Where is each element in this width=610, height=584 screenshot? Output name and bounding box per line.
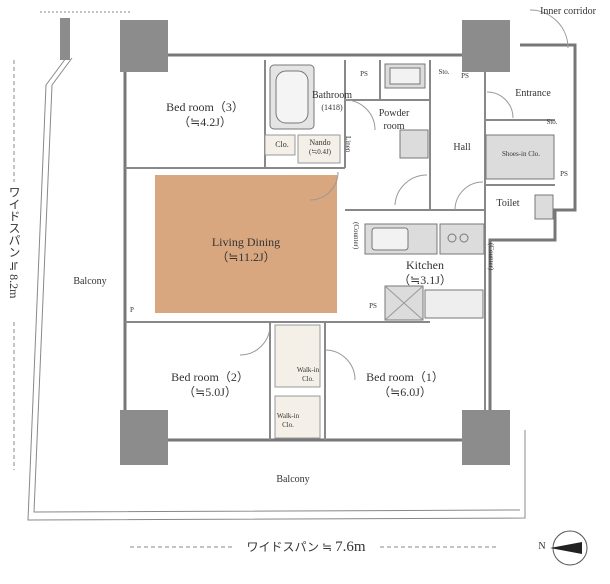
compass-north-label: N (538, 541, 546, 552)
entrance-label: Entrance (515, 88, 551, 99)
inner-corridor-label: Inner corridor (540, 6, 596, 17)
living-dining-floor (155, 175, 337, 313)
living-dining-name: Living Dining (211, 235, 281, 249)
living-dining-area: （≒11.2J） (216, 250, 276, 264)
balcony-bottom-label: Balcony (276, 474, 310, 485)
p-label: P (130, 306, 134, 314)
bathroom-name: Bathroom (312, 90, 352, 101)
compass-rose (550, 530, 588, 566)
nando-name: Nando (309, 138, 331, 147)
storage-label-2: Sto. (546, 118, 558, 126)
fixtures (364, 63, 555, 321)
closet-small-label: Clo. (275, 140, 289, 149)
walk-in-closet-label-2: Walk-in Clo. (276, 412, 300, 429)
powder-room-label: Powder room (378, 108, 410, 132)
bed-room-3-name: Bed room（3） (166, 100, 244, 114)
pipe-space-label-3: PS (560, 170, 568, 178)
balcony-rail (27, 57, 526, 521)
counter-label-2: (Counter) (486, 243, 495, 271)
shoes-in-closet-label: Shoes-in Clo. (501, 150, 541, 158)
linen-label: Linen (343, 136, 352, 153)
living-dining-label: Living Dining （≒11.2J） (186, 235, 306, 265)
bathroom-label: Bathroom (1418) (306, 90, 358, 113)
dimension-lines (13, 11, 498, 548)
horizontal-span-prefix: ワイドスパン ≒ (246, 540, 333, 554)
bed-room-2-name: Bed room（2） (171, 370, 249, 384)
hall-label: Hall (453, 142, 471, 153)
exterior-walls (123, 43, 577, 442)
toilet-label: Toilet (496, 198, 520, 209)
bathtub (269, 64, 315, 130)
structural-pillars (60, 18, 510, 465)
door-swings (239, 9, 569, 381)
bed-room-3-area: （≒4.2J） (178, 115, 232, 129)
bed-room-1-area: （≒6.0J） (378, 385, 432, 399)
nando-label: Nando (≒0.4J) (298, 138, 342, 157)
bed-room-2-area: （≒5.0J） (183, 385, 237, 399)
pipe-space-label-1: PS (360, 70, 368, 78)
horizontal-span-value: 7.6m (335, 539, 366, 555)
counter-label-1: (Counter) (351, 222, 360, 250)
nando-area: (≒0.4J) (308, 148, 331, 156)
vertical-span-dimension: ワイドスパン ≒ 8.2m (7, 186, 21, 299)
walk-in-closets (264, 134, 341, 439)
bed-room-3-label: Bed room（3） （≒4.2J） (160, 100, 250, 130)
bed-room-1-name: Bed room（1） (366, 370, 444, 384)
kitchen-area: （≒3.1J） (398, 273, 452, 287)
horizontal-span-dimension: ワイドスパン ≒ 7.6m (236, 538, 376, 557)
balcony-left-label: Balcony (73, 276, 107, 287)
walk-in-closet-label-1: Walk-in Clo. (296, 366, 320, 383)
kitchen-label: Kitchen （≒3.1J） (385, 258, 465, 288)
bed-room-1-label: Bed room（1） （≒6.0J） (355, 370, 455, 400)
pipe-space-label-2: PS (461, 72, 469, 80)
bed-room-2-label: Bed room（2） （≒5.0J） (160, 370, 260, 400)
bathroom-size: (1418) (321, 102, 343, 112)
kitchen-name: Kitchen (406, 258, 444, 272)
storage-label-1: Sto. (438, 68, 450, 76)
pipe-space-label-4: PS (369, 302, 377, 310)
